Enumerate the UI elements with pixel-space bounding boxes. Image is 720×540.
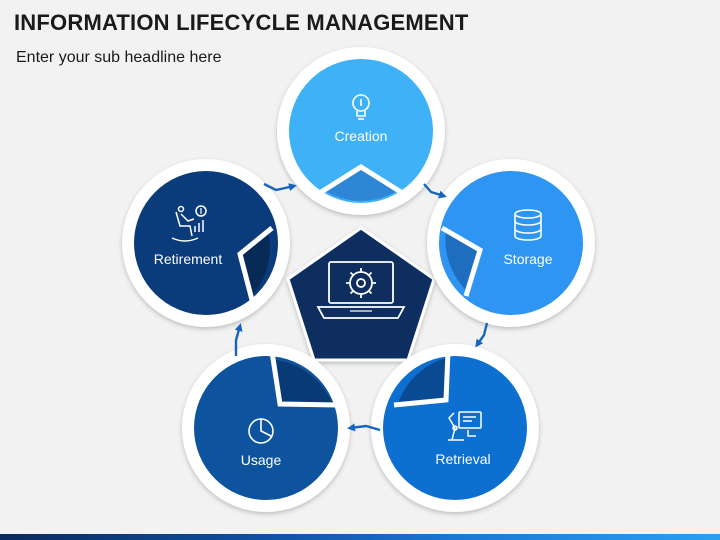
stage-storage: Storage: [427, 159, 595, 327]
creation-label: Creation: [335, 128, 388, 144]
creation-circle: [289, 59, 433, 203]
stage-creation: Creation: [277, 47, 445, 215]
arrow-retirement-to-creation: [263, 182, 297, 192]
footer-bar: [0, 534, 720, 540]
retrieval-notch: [398, 358, 446, 403]
rocking-chair-icon: [171, 205, 207, 242]
storage-label: Storage: [503, 251, 552, 267]
creation-notch: [323, 167, 399, 201]
robot-arm-screen-icon: [448, 411, 482, 441]
lightbulb-icon: [352, 94, 370, 120]
laptop-gear-icon: [316, 261, 406, 319]
page-subtitle: Enter your sub headline here: [16, 49, 222, 66]
retirement-label: Retirement: [154, 251, 223, 267]
pie-clock-icon: [248, 418, 274, 444]
page-title: INFORMATION LIFECYCLE MANAGEMENT: [14, 10, 469, 35]
retrieval-label: Retrieval: [435, 451, 490, 467]
arrow-storage-to-retrieval: [475, 322, 489, 348]
arrow-creation-to-storage: [423, 183, 447, 199]
usage-circle: [194, 356, 338, 500]
stage-usage: Usage: [182, 344, 350, 512]
stage-retirement: Retirement: [122, 159, 290, 327]
retirement-circle: [134, 171, 278, 315]
usage-label: Usage: [241, 452, 282, 468]
database-icon: [514, 209, 542, 241]
arrow-usage-to-retirement: [234, 323, 243, 356]
stage-retrieval: Retrieval: [371, 344, 539, 512]
arrow-retrieval-to-usage: [347, 423, 381, 432]
usage-notch: [276, 360, 332, 403]
storage-circle: [439, 171, 583, 315]
